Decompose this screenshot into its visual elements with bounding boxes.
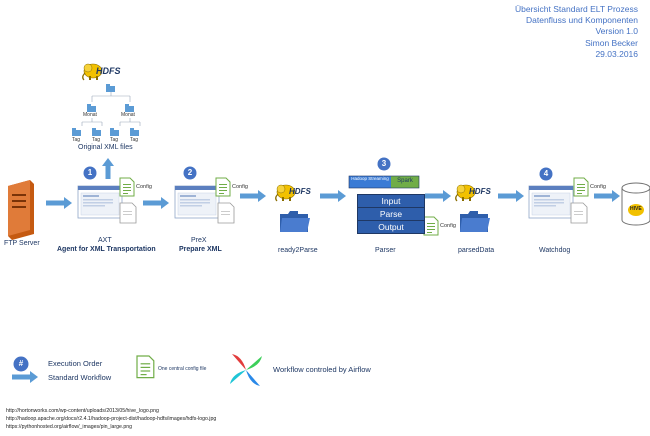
axt-subtitle: Agent for XML Transportation xyxy=(57,246,156,253)
tree-month-label: Monat xyxy=(83,112,97,118)
ready2parse-label: ready2Parse xyxy=(278,247,318,254)
watchdog-label: Watchdog xyxy=(539,247,571,254)
parseddata-label: parsedData xyxy=(458,247,495,254)
flow-arrow xyxy=(594,190,620,202)
legend-hash: # xyxy=(18,359,24,368)
ready2parse-folder-icon xyxy=(280,211,310,232)
watchdog-doc-icon xyxy=(570,202,588,224)
prex-config-label: Config xyxy=(232,184,248,190)
axt-window-icon xyxy=(77,185,123,219)
flow-arrow xyxy=(498,190,524,202)
parseddata-folder-icon xyxy=(460,211,490,232)
prex-config-icon xyxy=(215,177,231,197)
header-author: Simon Becker xyxy=(585,37,638,48)
tree-day-label: Tag xyxy=(92,137,101,143)
axt-config-icon xyxy=(119,177,135,197)
legend-config-file: One central config file xyxy=(158,366,207,372)
tree-day-folder-icon xyxy=(72,128,81,136)
flow-arrow xyxy=(320,190,346,202)
legend-workflow-arrow xyxy=(12,371,38,383)
airflow-icon xyxy=(230,354,262,386)
legend-config-icon xyxy=(136,355,155,379)
flow-arrow xyxy=(240,190,266,202)
parser-config-icon xyxy=(423,216,439,236)
ftp-server-label: FTP Server xyxy=(4,240,40,247)
hdfs-ready-label: HDFS xyxy=(289,187,311,196)
upload-arrow xyxy=(102,158,114,179)
step-2-circle xyxy=(183,166,197,180)
step-4-circle xyxy=(539,167,553,181)
reference-link[interactable]: http://hortonworks.com/wp-content/upload… xyxy=(6,408,159,414)
hive-label: HIVE xyxy=(630,206,642,212)
tree-day-label: Tag xyxy=(72,137,81,143)
header-block: Übersicht Standard ELT Prozess Datenflus… xyxy=(515,4,638,60)
tree-month-folder-icon xyxy=(87,104,96,112)
axt-title: AXT xyxy=(98,237,112,244)
step-4-number: 4 xyxy=(543,169,549,178)
hdfs-parsed-label: HDFS xyxy=(469,187,491,196)
tree-month-label: Monat xyxy=(121,112,135,118)
tree-day-folder-icon xyxy=(92,128,101,136)
flow-arrow xyxy=(46,197,72,209)
axt-config-label: Config xyxy=(136,184,152,190)
tree-root-folder-icon xyxy=(106,84,115,92)
header-title: Übersicht Standard ELT Prozess xyxy=(515,4,638,14)
tree-day-label: Tag xyxy=(110,137,119,143)
hive-database-icon xyxy=(621,182,650,226)
hadoop-streaming-label: Hadoop Streaming xyxy=(351,176,389,181)
flow-arrow xyxy=(143,197,169,209)
step-3-circle xyxy=(377,157,391,171)
step-2-number: 2 xyxy=(187,168,193,177)
watchdog-window-icon xyxy=(528,185,574,219)
parser-parse-box: Parse xyxy=(357,207,425,221)
prex-subtitle: Prepare XML xyxy=(179,246,222,253)
flow-arrow xyxy=(425,190,451,202)
spark-label: Spark xyxy=(397,178,413,184)
header-subtitle: Datenfluss und Komponenten xyxy=(526,15,638,26)
header-date: 29.03.2016 xyxy=(595,48,638,59)
hadoop-streaming-box xyxy=(349,176,391,188)
parser-input-box: Input xyxy=(357,194,425,208)
reference-link[interactable]: https://pythonhosted.org/airflow/_images… xyxy=(6,424,133,430)
header-version: Version 1.0 xyxy=(595,26,638,37)
legend-execution-order: Execution Order xyxy=(48,359,103,368)
parser-label: Parser xyxy=(375,247,396,254)
tree-day-label: Tag xyxy=(130,137,139,143)
legend-execution-circle xyxy=(13,356,29,372)
legend-standard-workflow: Standard Workflow xyxy=(48,373,112,382)
ftp-server-icon xyxy=(8,180,34,240)
watchdog-config-label: Config xyxy=(590,184,606,190)
reference-link[interactable]: http://hadoop.apache.org/docs/r2.4.1/had… xyxy=(6,416,217,422)
tree-day-folder-icon xyxy=(130,128,139,136)
step-1-circle xyxy=(83,166,97,180)
step-3-number: 3 xyxy=(381,159,387,168)
tree-caption: Original XML files xyxy=(78,144,133,151)
step-1-number: 1 xyxy=(87,168,93,177)
spark-box xyxy=(391,176,419,188)
tree-day-folder-icon xyxy=(110,128,119,136)
prex-title: PreX xyxy=(191,237,207,244)
tree-month-folder-icon xyxy=(125,104,134,112)
watchdog-config-icon xyxy=(573,177,589,197)
xml-folder-tree xyxy=(81,92,141,126)
prex-window-icon xyxy=(174,185,220,219)
axt-doc-icon xyxy=(119,202,137,224)
prex-doc-icon xyxy=(217,202,235,224)
parser-output-box: Output xyxy=(357,220,425,234)
parser-config-label: Config xyxy=(440,223,456,229)
hdfs-tree-label: HDFS xyxy=(96,66,121,76)
legend-airflow: Workflow controled by Airflow xyxy=(273,365,371,374)
